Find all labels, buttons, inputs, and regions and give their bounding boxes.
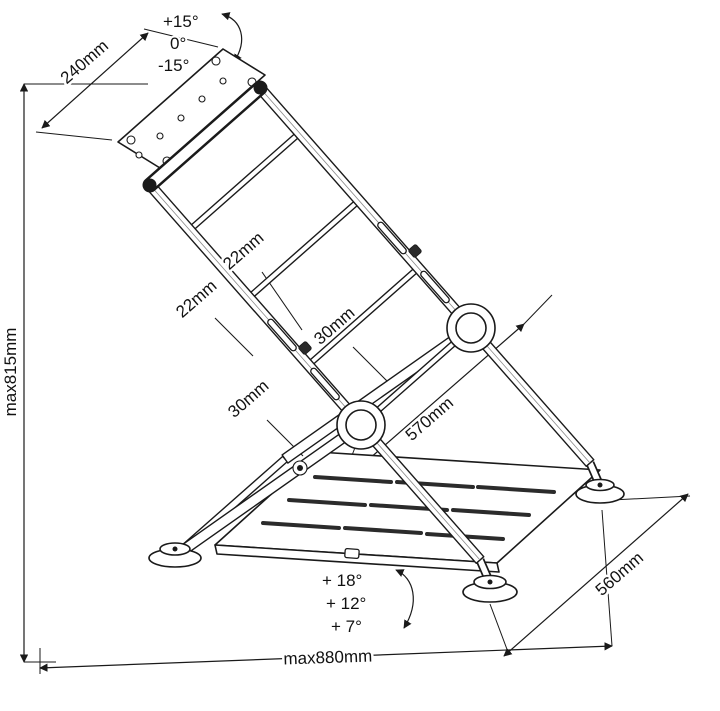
hinge-right-inner: [455, 312, 487, 344]
plate-surface: [117, 48, 266, 169]
tray-latch: [344, 548, 360, 559]
rail-adjustment-slots: [267, 221, 450, 401]
leader-30mm-a: [352, 346, 390, 384]
main-frame: [145, 83, 595, 564]
top-tube: [142, 80, 268, 193]
extension-line: [35, 131, 113, 141]
base-angle-arrow: [395, 569, 414, 629]
leg-pivot-bolt: [297, 465, 303, 471]
label-max-depth: max880mm: [283, 646, 372, 668]
label-tilt-zero: 0°: [170, 34, 186, 53]
dimension-base-width-line: [503, 493, 689, 657]
stand-illustration: [117, 48, 625, 603]
hinge-left-inner: [345, 409, 377, 441]
dimension-max-depth-line: [39, 642, 613, 672]
extension-line: [143, 28, 219, 48]
extension-line: [601, 509, 613, 647]
label-max-height: max815mm: [1, 328, 20, 417]
tray-vent-slots: [261, 475, 556, 541]
tilt-angle-labels: +15° 0° -15°: [156, 10, 201, 77]
label-base-plus18: + 18°: [322, 571, 362, 590]
hinges: [336, 303, 496, 450]
dimension-plate-width-line: [41, 32, 149, 129]
clamp-knob-right: [408, 244, 422, 258]
feet: [148, 461, 625, 603]
top-tube-cap-right: [253, 81, 267, 95]
leader-22mm-b: [214, 317, 254, 357]
top-tube-cap-left: [143, 178, 157, 192]
tilt-angle-arrow: [221, 12, 243, 63]
base-tray: [214, 451, 601, 573]
label-tilt-plus15: +15°: [163, 12, 199, 31]
base-angle-labels: + 18° + 12° + 7°: [320, 569, 368, 638]
label-base-plus7: + 7°: [331, 617, 362, 636]
label-tilt-minus15: -15°: [158, 56, 189, 75]
label-base-plus12: + 12°: [326, 594, 366, 613]
clamp-knob-left: [298, 341, 312, 355]
extension-line: [523, 294, 553, 325]
